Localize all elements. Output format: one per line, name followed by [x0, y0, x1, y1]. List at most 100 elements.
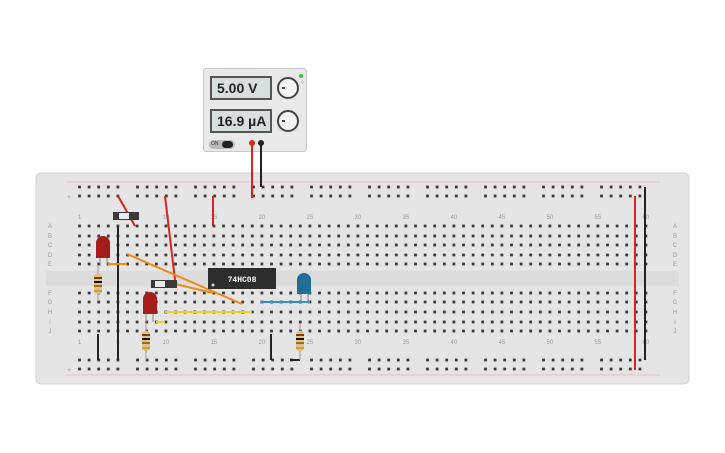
- hole-E12[interactable]: [183, 262, 187, 266]
- hole-A32[interactable]: [375, 224, 379, 228]
- hole-A43[interactable]: [481, 224, 485, 228]
- hole-C33[interactable]: [385, 243, 389, 247]
- rail-bottom-1-hole[interactable]: [638, 367, 642, 371]
- hole-B39[interactable]: [442, 234, 446, 238]
- hole-D27[interactable]: [327, 253, 331, 257]
- hole-J31[interactable]: [366, 329, 369, 333]
- hole-H1[interactable]: [78, 310, 81, 314]
- hole-J15[interactable]: [212, 329, 216, 333]
- hole-I26[interactable]: [318, 320, 321, 324]
- hole-D58[interactable]: [625, 253, 629, 257]
- rail-top-1-hole[interactable]: [600, 194, 603, 198]
- hole-E31[interactable]: [366, 262, 369, 266]
- rail-top-1-hole[interactable]: [638, 194, 642, 198]
- rail-bottom-0-hole[interactable]: [396, 358, 400, 362]
- hole-B9[interactable]: [154, 234, 158, 238]
- hole-E46[interactable]: [510, 262, 513, 266]
- hole-F14[interactable]: [202, 291, 206, 295]
- hole-C55[interactable]: [596, 243, 600, 247]
- hole-B37[interactable]: [423, 234, 427, 238]
- hole-C2[interactable]: [87, 243, 91, 247]
- hole-A18[interactable]: [241, 224, 245, 228]
- rail-bottom-1-hole[interactable]: [136, 367, 139, 371]
- hole-E3[interactable]: [97, 262, 101, 266]
- hole-E2[interactable]: [87, 262, 91, 266]
- hole-B57[interactable]: [615, 234, 619, 238]
- rail-top-0-hole[interactable]: [232, 185, 236, 189]
- hole-D26[interactable]: [318, 253, 321, 257]
- hole-C57[interactable]: [615, 243, 619, 247]
- hole-E23[interactable]: [289, 262, 293, 266]
- hole-E39[interactable]: [442, 262, 446, 266]
- hole-C1[interactable]: [78, 243, 81, 247]
- rail-bottom-1-hole[interactable]: [310, 367, 313, 371]
- rail-top-1-hole[interactable]: [435, 194, 439, 198]
- hole-H26[interactable]: [318, 310, 321, 314]
- rail-bottom-0-hole[interactable]: [348, 358, 352, 362]
- hole-I21[interactable]: [270, 320, 273, 324]
- rail-bottom-0-hole[interactable]: [213, 358, 217, 362]
- hole-E53[interactable]: [577, 262, 581, 266]
- hole-A14[interactable]: [202, 224, 206, 228]
- hole-C15[interactable]: [212, 243, 216, 247]
- hole-J6[interactable]: [126, 329, 129, 333]
- hole-G36[interactable]: [414, 300, 417, 304]
- hole-D10[interactable]: [164, 253, 168, 257]
- hole-G35[interactable]: [404, 300, 408, 304]
- hole-F40[interactable]: [452, 291, 456, 295]
- hole-I34[interactable]: [394, 320, 398, 324]
- rail-top-0-hole[interactable]: [628, 185, 632, 189]
- rail-top-0-hole[interactable]: [310, 185, 313, 189]
- hole-E38[interactable]: [433, 262, 437, 266]
- rail-top-1-hole[interactable]: [570, 194, 574, 198]
- hole-D11[interactable]: [174, 253, 177, 257]
- hole-F29[interactable]: [346, 291, 350, 295]
- hole-B53[interactable]: [577, 234, 581, 238]
- hole-C40[interactable]: [452, 243, 456, 247]
- hole-D46[interactable]: [510, 253, 513, 257]
- hole-I23[interactable]: [289, 320, 293, 324]
- hole-C23[interactable]: [289, 243, 293, 247]
- hole-E14[interactable]: [202, 262, 206, 266]
- hole-C48[interactable]: [529, 243, 533, 247]
- rail-top-0-hole[interactable]: [600, 185, 603, 189]
- voltage-knob[interactable]: [277, 77, 299, 99]
- hole-G3[interactable]: [97, 300, 101, 304]
- hole-B13[interactable]: [193, 234, 197, 238]
- hole-A20[interactable]: [260, 224, 264, 228]
- rail-top-0-hole[interactable]: [222, 185, 226, 189]
- hole-F42[interactable]: [471, 291, 475, 295]
- hole-J40[interactable]: [452, 329, 456, 333]
- rail-bottom-0-hole[interactable]: [435, 358, 439, 362]
- hole-A13[interactable]: [193, 224, 197, 228]
- hole-F52[interactable]: [567, 291, 571, 295]
- hole-B18[interactable]: [241, 234, 245, 238]
- hole-I41[interactable]: [462, 320, 465, 324]
- rail-top-1-hole[interactable]: [106, 194, 110, 198]
- hole-J29[interactable]: [346, 329, 350, 333]
- hole-J18[interactable]: [241, 329, 245, 333]
- hole-D51[interactable]: [558, 253, 561, 257]
- hole-A2[interactable]: [87, 224, 91, 228]
- hole-E21[interactable]: [270, 262, 273, 266]
- hole-D47[interactable]: [519, 253, 523, 257]
- hole-D22[interactable]: [279, 253, 283, 257]
- hole-F1[interactable]: [78, 291, 81, 295]
- hole-C11[interactable]: [174, 243, 177, 247]
- rail-bottom-1-hole[interactable]: [580, 367, 584, 371]
- hole-G59[interactable]: [634, 300, 638, 304]
- hole-J33[interactable]: [385, 329, 389, 333]
- hole-D59[interactable]: [634, 253, 638, 257]
- hole-I46[interactable]: [510, 320, 513, 324]
- hole-I27[interactable]: [327, 320, 331, 324]
- hole-A36[interactable]: [414, 224, 417, 228]
- hole-E48[interactable]: [529, 262, 533, 266]
- hole-J44[interactable]: [490, 329, 494, 333]
- hole-E17[interactable]: [231, 262, 235, 266]
- rail-top-1-hole[interactable]: [136, 194, 139, 198]
- rail-bottom-0-hole[interactable]: [136, 358, 139, 362]
- hole-E11[interactable]: [174, 262, 177, 266]
- rail-top-1-hole[interactable]: [377, 194, 381, 198]
- hole-I11[interactable]: [174, 320, 177, 324]
- rail-bottom-1-hole[interactable]: [78, 367, 81, 371]
